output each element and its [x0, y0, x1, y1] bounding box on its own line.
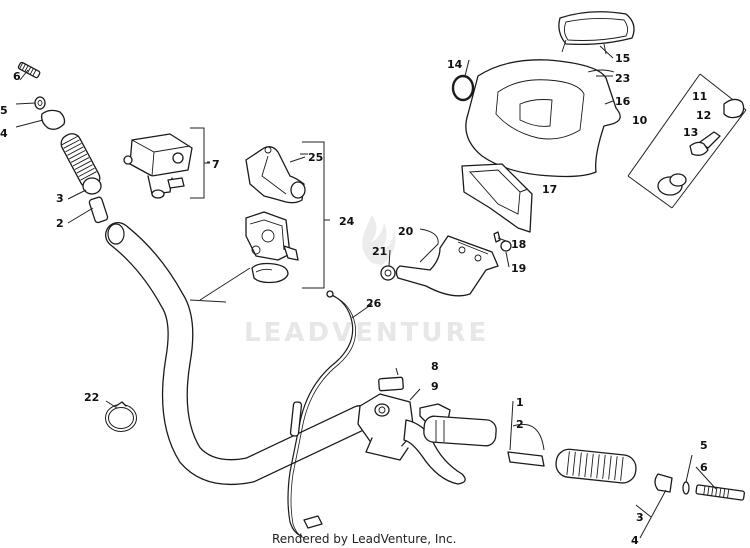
- callout-15: 15: [615, 52, 630, 65]
- ignition-switch: [627, 73, 747, 209]
- callout-9: 9: [431, 380, 439, 393]
- callout-2-right: 2: [516, 418, 524, 431]
- callout-13: 13: [683, 126, 698, 139]
- callout-6-left: 6: [13, 70, 21, 83]
- callout-1: 1: [516, 396, 524, 409]
- callout-16: 16: [615, 95, 631, 108]
- callout-4-left: 4: [0, 127, 8, 140]
- callout-24: 24: [339, 215, 355, 228]
- watermark-flame-icon: [362, 215, 396, 265]
- callout-26: 26: [366, 297, 382, 310]
- callout-20: 20: [398, 225, 414, 238]
- callout-2-left: 2: [56, 217, 64, 230]
- bar-end-left: [40, 109, 66, 130]
- pod-bracket: [461, 163, 533, 233]
- credit-text: Rendered by LeadVenture, Inc.: [272, 532, 456, 546]
- callout-18: 18: [511, 238, 526, 251]
- callout-3-right: 3: [636, 511, 644, 524]
- right-grip-assembly: [507, 448, 745, 501]
- mount-bracket: [380, 231, 512, 297]
- bar-end-right: [654, 473, 673, 493]
- callout-5-right: 5: [700, 439, 708, 452]
- watermark-text: LEADVENTURE: [244, 318, 489, 348]
- callout-4-right: 4: [631, 534, 639, 547]
- right-controls: [357, 376, 497, 485]
- callout-3-left: 3: [56, 192, 64, 205]
- brake-master-cylinder: [123, 133, 193, 199]
- callout-17: 17: [542, 183, 557, 196]
- washer-left: [34, 96, 46, 110]
- throttle-housing: [245, 146, 306, 284]
- left-grip: [60, 133, 101, 189]
- leader-lines: [15, 45, 717, 539]
- handlebar: [105, 222, 373, 486]
- throttle-cable: [287, 290, 357, 539]
- callout-5-left: 5: [0, 104, 8, 117]
- callout-23: 23: [615, 72, 630, 85]
- callout-21: 21: [372, 245, 387, 258]
- callout-8: 8: [431, 360, 439, 373]
- right-grip: [555, 448, 637, 484]
- callout-19: 19: [511, 262, 526, 275]
- cable-clamp: [105, 401, 137, 432]
- callout-6-right: 6: [700, 461, 708, 474]
- callout-7: 7: [212, 158, 220, 171]
- watermark: LEADVENTURE: [244, 215, 489, 348]
- callout-14: 14: [447, 58, 463, 71]
- speedometer-pod: [451, 11, 635, 178]
- callout-22: 22: [84, 391, 99, 404]
- decal-8: [378, 376, 404, 392]
- callout-labels: 6 5 4 3 2 7 25 24 14 15 23 16 11 12 10 1…: [0, 52, 711, 547]
- callout-11: 11: [692, 90, 707, 103]
- left-grip-assembly: [17, 61, 109, 224]
- callout-10: 10: [632, 114, 648, 127]
- callout-25: 25: [308, 151, 323, 164]
- callout-12: 12: [696, 109, 711, 122]
